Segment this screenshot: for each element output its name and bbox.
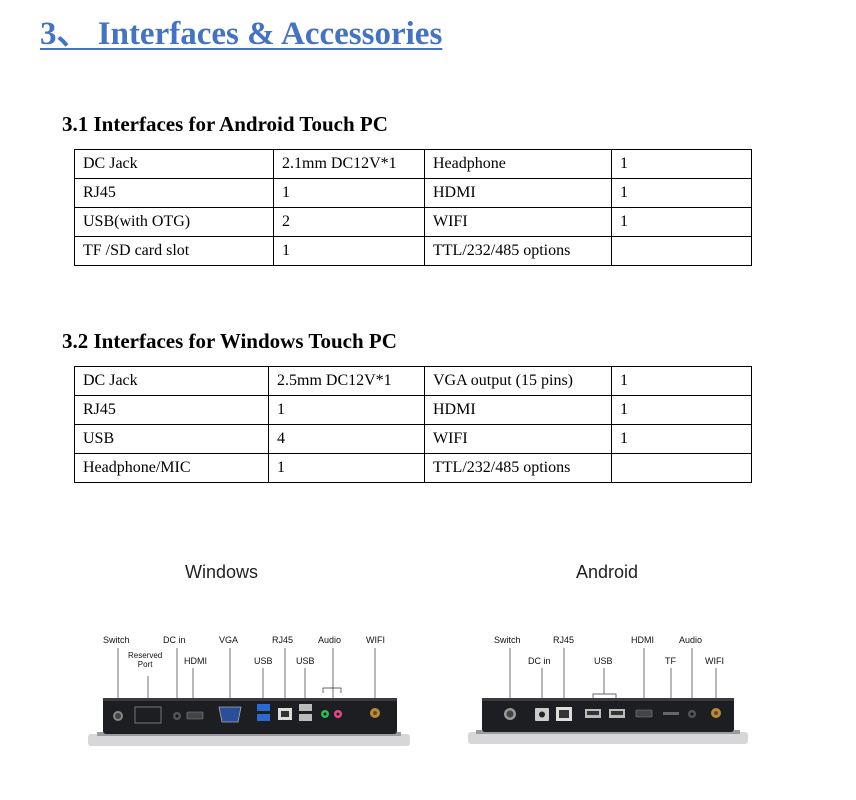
windows-device-photo [88, 648, 410, 746]
table-cell: 1 [273, 178, 425, 208]
android-device-photo [468, 648, 748, 744]
win-label-audio: Audio [318, 635, 342, 645]
win-label-hdmi: HDMI [184, 656, 207, 666]
and-label-dc-in: DC in [528, 656, 551, 666]
table-cell: USB [74, 424, 269, 454]
table-cell: 2.1mm DC12V*1 [273, 149, 425, 179]
win-label-dc-in: DC in [163, 635, 186, 645]
windows-figure-caption: Windows [185, 562, 259, 582]
table-cell: TF /SD card slot [74, 236, 274, 266]
table-cell: 1 [611, 424, 752, 454]
table-cell: 1 [611, 395, 752, 425]
table-cell: WIFI [424, 424, 612, 454]
section-heading: 3、 Interfaces & Accessories [40, 16, 443, 52]
table-cell: 1 [273, 236, 425, 266]
windows-section-title: 3.2 Interfaces for Windows Touch PC [62, 329, 397, 353]
and-label-hdmi: HDMI [631, 635, 654, 645]
table-cell: 4 [268, 424, 425, 454]
and-label-audio: Audio [679, 635, 703, 645]
win-label-vga: VGA [219, 635, 239, 645]
and-label-wifi: WIFI [705, 656, 724, 666]
win-label-switch: Switch [103, 635, 130, 645]
table-cell [611, 453, 752, 483]
win-label-wifi: WIFI [366, 635, 385, 645]
table-cell: 1 [268, 395, 425, 425]
table-cell: RJ45 [74, 395, 269, 425]
table-cell: 1 [611, 366, 752, 396]
table-cell: HDMI [424, 178, 612, 208]
table-cell: 2 [273, 207, 425, 237]
table-cell: TTL/232/485 options [424, 453, 612, 483]
and-label-usb: USB [594, 656, 613, 666]
and-label-rj45: RJ45 [553, 635, 575, 645]
android-section-title: 3.1 Interfaces for Android Touch PC [62, 112, 388, 136]
win-label-usb-1: USB [254, 656, 273, 666]
table-cell: 1 [268, 453, 425, 483]
android-figure-caption: Android [576, 562, 639, 582]
table-cell: Headphone [424, 149, 612, 179]
table-cell: TTL/232/485 options [424, 236, 612, 266]
win-label-rj45: RJ45 [272, 635, 294, 645]
table-cell: DC Jack [74, 149, 274, 179]
table-cell: WIFI [424, 207, 612, 237]
table-cell: 1 [611, 178, 752, 208]
table-cell: 1 [611, 149, 752, 179]
table-cell: USB(with OTG) [74, 207, 274, 237]
and-label-tf: TF [665, 656, 676, 666]
win-label-usb-2: USB [296, 656, 315, 666]
and-label-switch: Switch [494, 635, 521, 645]
table-cell: 1 [611, 207, 752, 237]
table-cell: RJ45 [74, 178, 274, 208]
table-cell: DC Jack [74, 366, 269, 396]
table-cell: 2.5mm DC12V*1 [268, 366, 425, 396]
table-cell: HDMI [424, 395, 612, 425]
win-label-reserved-port: Reserved Port [128, 651, 163, 669]
table-cell [611, 236, 752, 266]
table-cell: VGA output (15 pins) [424, 366, 612, 396]
table-cell: Headphone/MIC [74, 453, 269, 483]
